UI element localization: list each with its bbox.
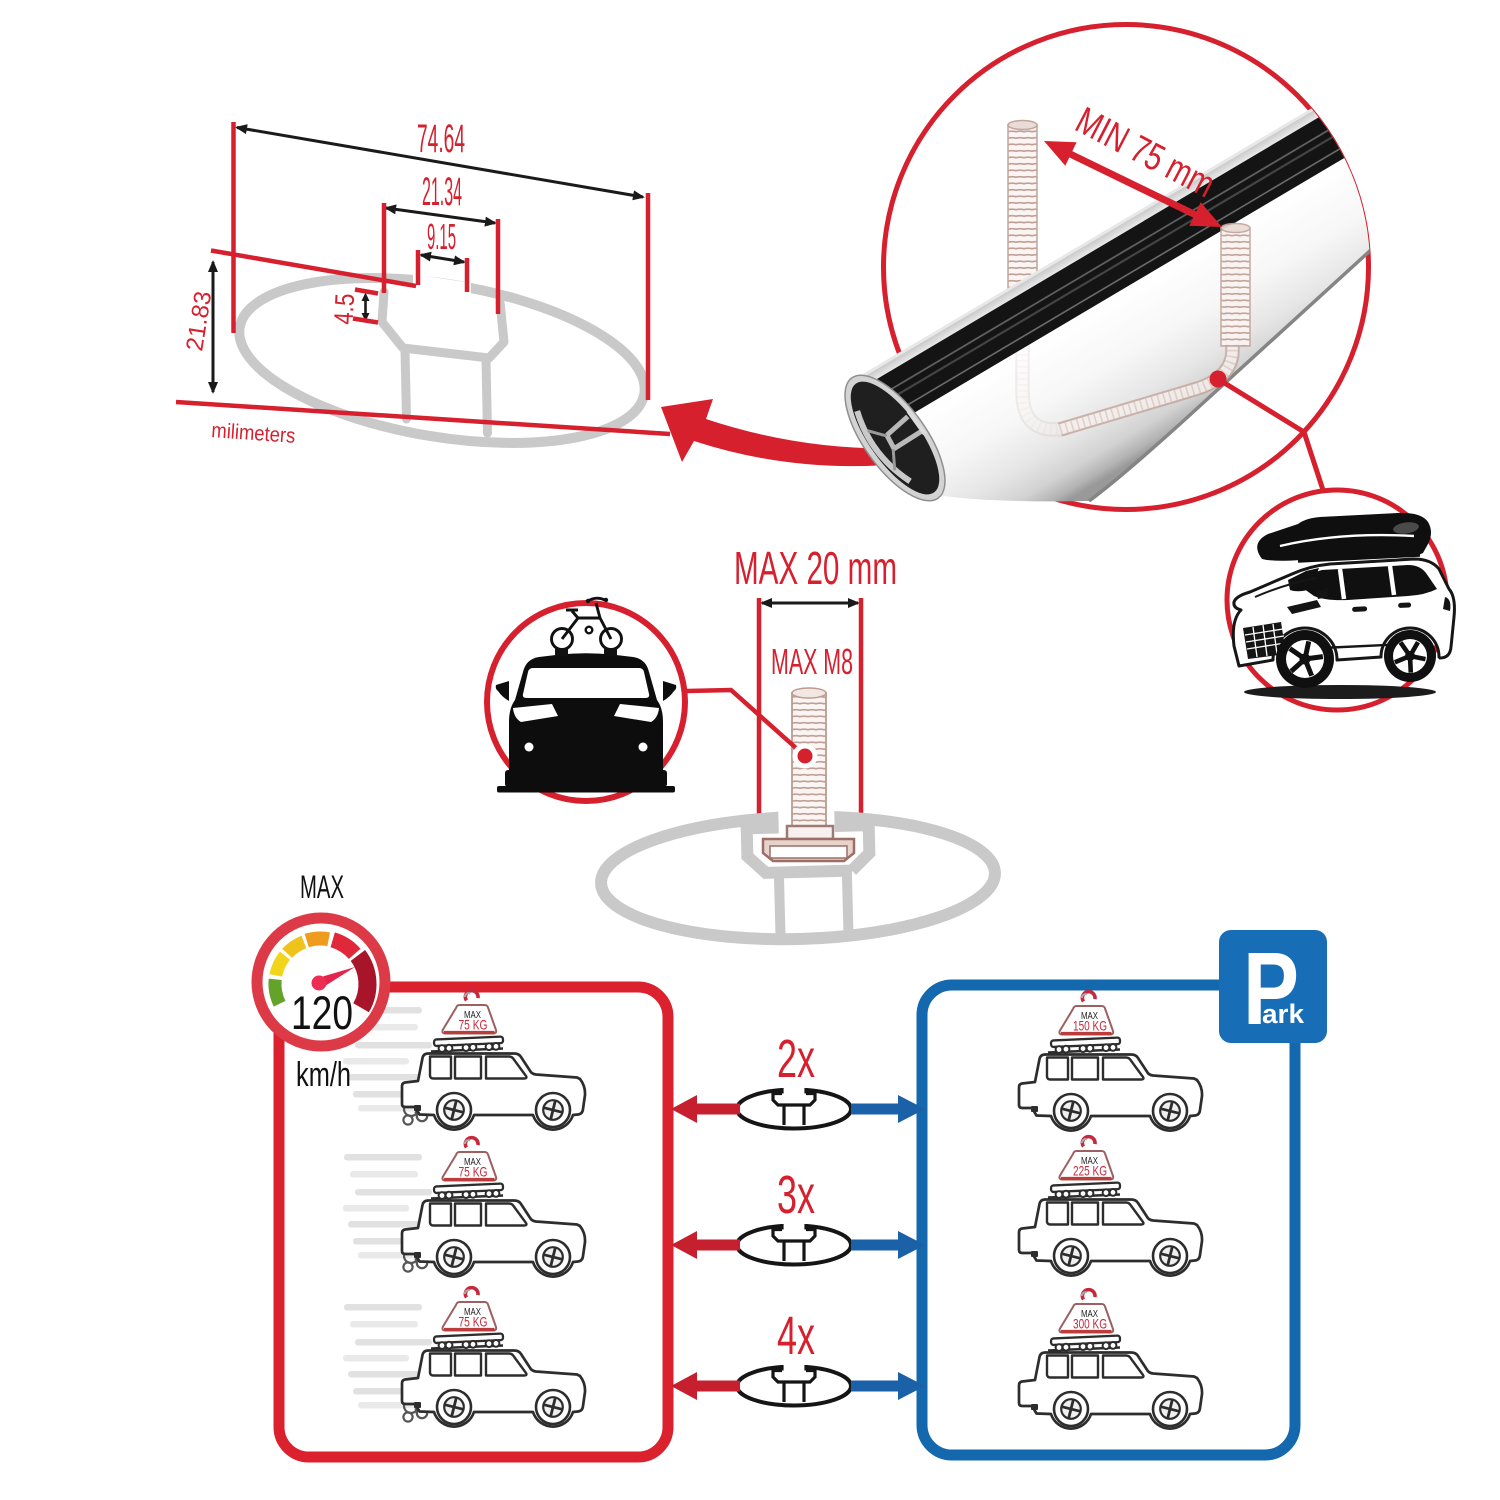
svg-text:75 KG: 75 KG xyxy=(459,1314,488,1330)
svg-text:km/h: km/h xyxy=(296,1056,351,1094)
svg-text:75 KG: 75 KG xyxy=(459,1164,488,1180)
svg-text:4x: 4x xyxy=(777,1306,815,1366)
svg-text:ark: ark xyxy=(1262,999,1305,1029)
svg-text:9.15: 9.15 xyxy=(427,216,456,257)
svg-text:21.34: 21.34 xyxy=(422,170,462,214)
svg-text:4.5: 4.5 xyxy=(329,293,361,326)
svg-text:300 KG: 300 KG xyxy=(1073,1316,1107,1332)
svg-text:75 KG: 75 KG xyxy=(459,1017,488,1033)
svg-text:225 KG: 225 KG xyxy=(1073,1163,1107,1179)
svg-text:2x: 2x xyxy=(777,1029,815,1089)
svg-text:MAX: MAX xyxy=(300,869,344,905)
svg-text:150 KG: 150 KG xyxy=(1073,1018,1107,1034)
svg-text:MAX M8: MAX M8 xyxy=(771,641,853,682)
svg-text:3x: 3x xyxy=(777,1165,815,1225)
svg-text:74.64: 74.64 xyxy=(417,117,465,161)
svg-text:120: 120 xyxy=(291,986,353,1039)
svg-text:MAX 20 mm: MAX 20 mm xyxy=(734,542,897,594)
svg-text:P: P xyxy=(1243,931,1299,1046)
